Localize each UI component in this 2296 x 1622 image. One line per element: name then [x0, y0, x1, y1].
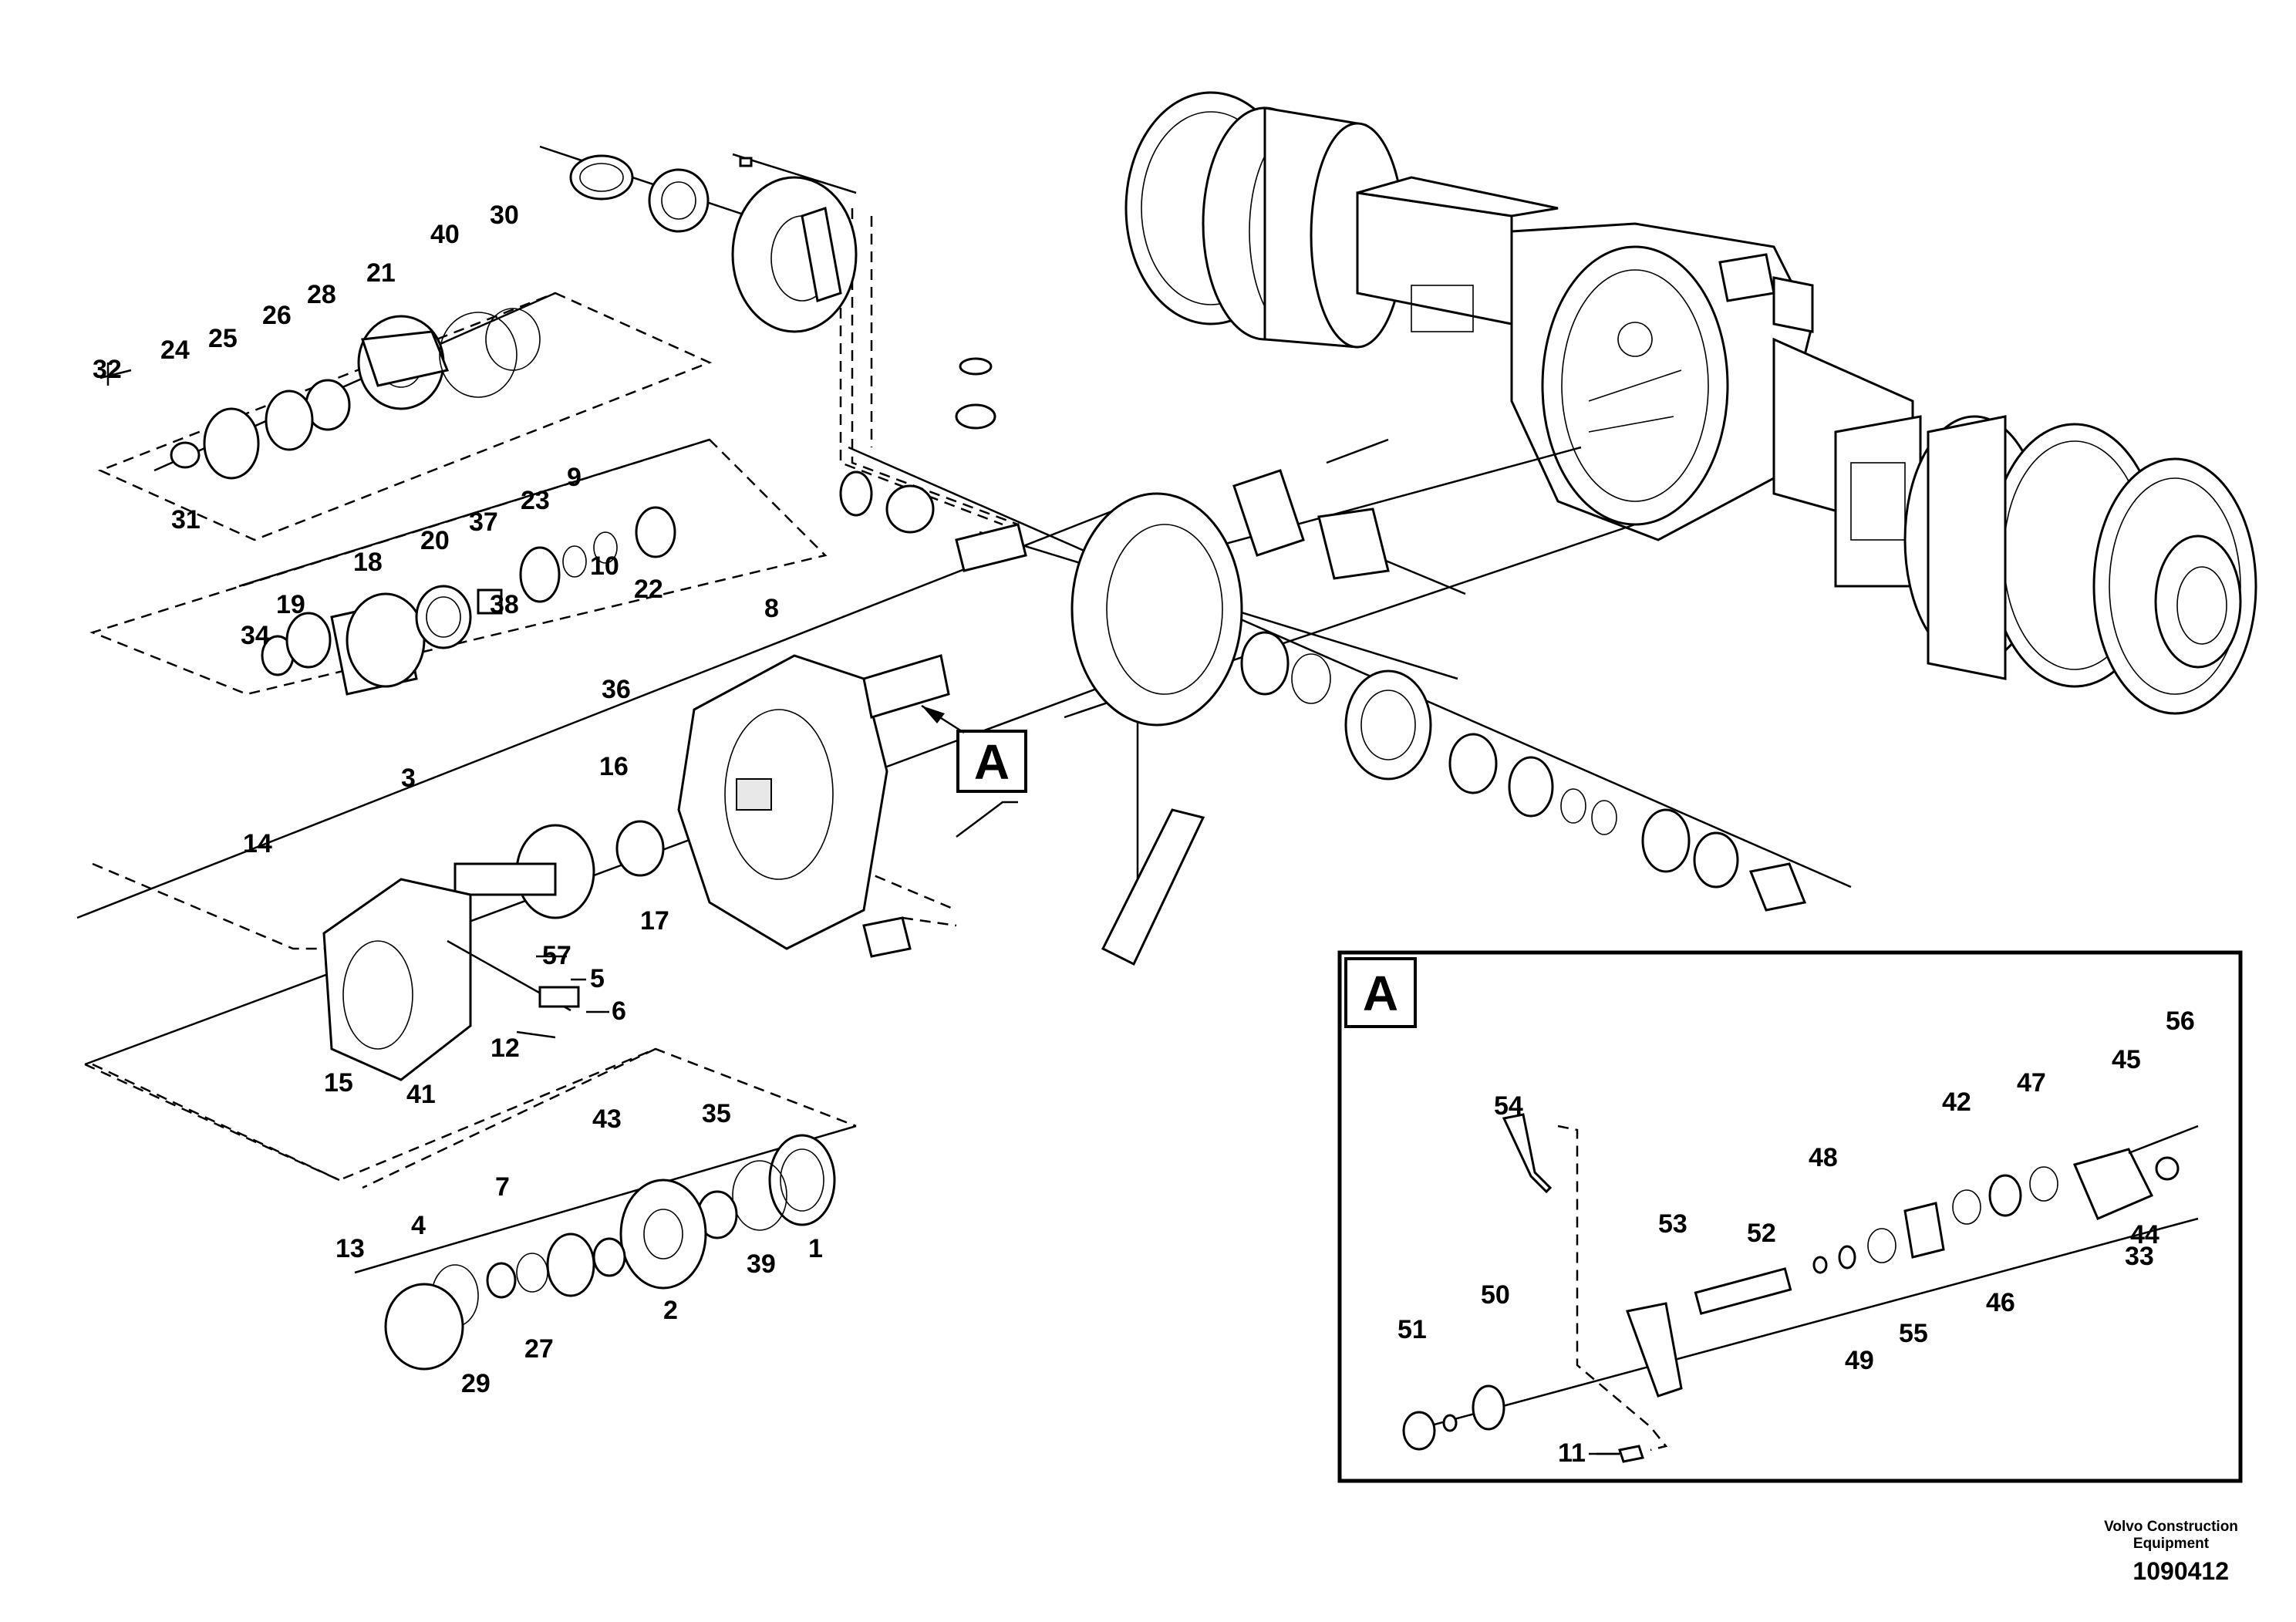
callout-26: 26	[262, 301, 292, 330]
parts	[99, 154, 1807, 1371]
callout-51: 51	[1397, 1315, 1427, 1344]
footer-company-line1: Volvo Construction	[2104, 1519, 2238, 1535]
callout-40: 40	[430, 220, 460, 249]
footer: Volvo Construction Equipment 1090412	[2104, 1519, 2238, 1585]
detail-a-reference-label: A	[974, 734, 1010, 790]
axle-assembly-illustration	[1124, 91, 2257, 715]
callout-21: 21	[366, 258, 396, 288]
callout-39: 39	[747, 1249, 776, 1279]
callout-41: 41	[406, 1080, 436, 1109]
detail-a-box: A	[1337, 950, 2243, 1483]
callout-14: 14	[243, 829, 272, 858]
footer-company-line2: Equipment	[2133, 1536, 2210, 1552]
callout-33: 33	[2125, 1242, 2154, 1271]
detail-a-reference: A	[921, 704, 1027, 793]
callout-55: 55	[1899, 1319, 1928, 1348]
callout-52: 52	[1747, 1219, 1776, 1248]
callout-42: 42	[1942, 1088, 1971, 1117]
leader-lines	[106, 363, 1620, 1455]
callout-4: 4	[411, 1211, 426, 1240]
detail-a-box-label: A	[1363, 966, 1398, 1021]
callout-8: 8	[764, 594, 779, 623]
callout-53: 53	[1658, 1209, 1687, 1239]
callout-1: 1	[808, 1234, 823, 1263]
callout-45: 45	[2112, 1045, 2141, 1074]
callout-49: 49	[1845, 1346, 1874, 1375]
callout-15: 15	[324, 1068, 353, 1098]
callout-47: 47	[2017, 1068, 2046, 1098]
callout-24: 24	[160, 336, 190, 365]
callout-48: 48	[1809, 1143, 1838, 1172]
callout-5: 5	[590, 964, 605, 993]
callout-36: 36	[602, 675, 631, 704]
callout-29: 29	[461, 1369, 491, 1398]
callout-16: 16	[599, 752, 629, 781]
callout-30: 30	[490, 201, 519, 230]
callout-27: 27	[524, 1334, 554, 1364]
callout-10: 10	[590, 551, 619, 581]
callout-37: 37	[469, 508, 498, 537]
callout-56: 56	[2166, 1007, 2195, 1036]
callout-23: 23	[521, 486, 550, 515]
callout-28: 28	[307, 280, 336, 309]
callout-18: 18	[353, 548, 383, 577]
callout-13: 13	[335, 1234, 365, 1263]
callout-34: 34	[241, 621, 270, 650]
callout-54: 54	[1494, 1091, 1523, 1121]
callout-19: 19	[276, 590, 305, 619]
callout-6: 6	[612, 996, 626, 1026]
callout-25: 25	[208, 324, 238, 353]
callout-17: 17	[640, 906, 669, 936]
callout-11: 11	[1558, 1438, 1586, 1468]
callout-2: 2	[663, 1296, 678, 1325]
callout-35: 35	[702, 1099, 731, 1128]
callout-22: 22	[634, 575, 663, 604]
drawing-number: 1090412	[2132, 1557, 2229, 1585]
callout-labels: 1 2 3 4 5 6 7 8 9 10 11 12 13 14 15 16 1…	[93, 201, 2195, 1468]
callout-12: 12	[491, 1034, 520, 1063]
callout-46: 46	[1986, 1288, 2015, 1317]
callout-44: 44	[2130, 1220, 2159, 1249]
callout-43: 43	[592, 1104, 622, 1134]
callout-20: 20	[420, 526, 450, 555]
callout-50: 50	[1481, 1280, 1510, 1310]
callout-38: 38	[490, 590, 519, 619]
callout-7: 7	[495, 1172, 510, 1202]
callout-31: 31	[171, 505, 201, 534]
callout-9: 9	[567, 463, 582, 492]
callout-3: 3	[401, 764, 416, 793]
